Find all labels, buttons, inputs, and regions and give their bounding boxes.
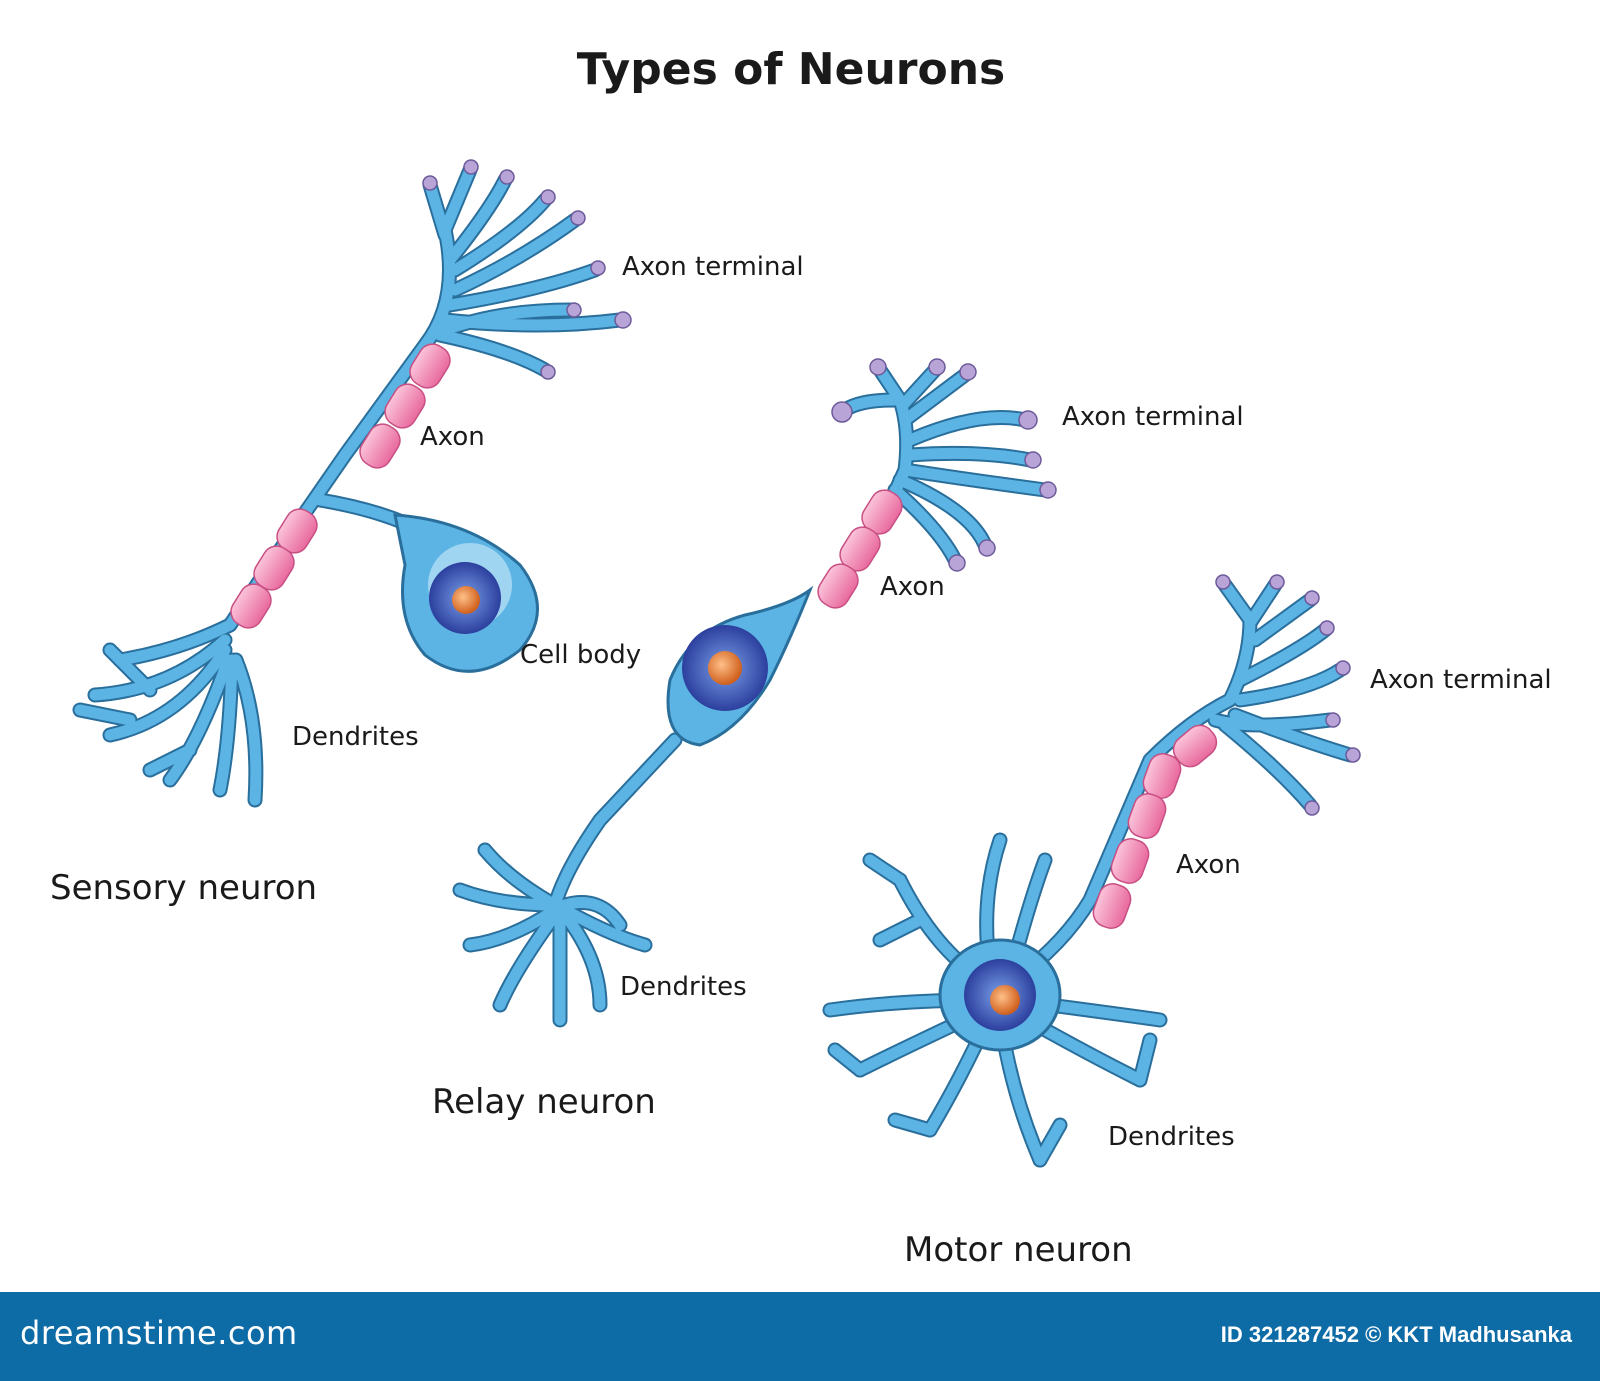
motor-axon-terminal-label: Axon terminal <box>1370 665 1552 695</box>
image-credit: ID 321287452 © KKT Madhusanka <box>1220 1322 1572 1347</box>
motor-dendrites-label: Dendrites <box>1108 1122 1235 1152</box>
relay-dendrites-label: Dendrites <box>620 972 747 1002</box>
relay-neuron-drawing <box>452 358 1057 1028</box>
motor-neuron-name: Motor neuron <box>904 1230 1133 1270</box>
motor-axon-label: Axon <box>1176 850 1241 880</box>
diagram-title: Types of Neurons <box>576 44 1006 95</box>
sensory-axon-label: Axon <box>420 422 485 452</box>
sensory-neuron-drawing <box>72 159 632 808</box>
motor-neuron-drawing <box>822 574 1361 1168</box>
sensory-dendrites-label: Dendrites <box>292 722 419 752</box>
brand-logo-text[interactable]: dreamstime.com <box>20 1314 298 1352</box>
sensory-cell-body-label: Cell body <box>520 640 642 670</box>
relay-axon-terminal-label: Axon terminal <box>1062 402 1244 432</box>
footer-bar: dreamstime.com ID 321287452 © KKT Madhus… <box>0 1292 1600 1381</box>
relay-axon-label: Axon <box>880 572 945 602</box>
neuron-illustrations <box>72 159 1361 1168</box>
sensory-neuron-name: Sensory neuron <box>50 868 318 908</box>
relay-neuron-name: Relay neuron <box>432 1082 656 1122</box>
sensory-axon-terminal-label: Axon terminal <box>622 252 804 282</box>
